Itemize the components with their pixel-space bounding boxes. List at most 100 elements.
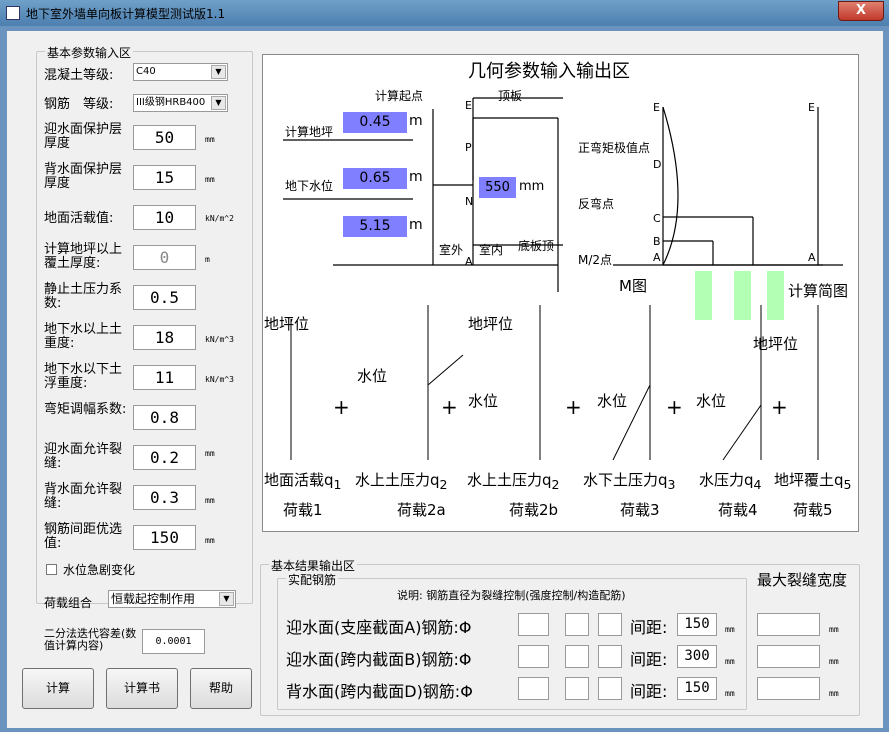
plus-2: +	[441, 395, 458, 419]
thickness-unit: mm	[519, 179, 545, 194]
cover-water-label: 迎水面保护层厚度	[44, 122, 123, 151]
results-group: 基本结果输出区	[260, 557, 860, 716]
h2-input[interactable]: 0.65	[343, 168, 407, 189]
result-b-spacing: 300	[677, 645, 717, 668]
moment-adj-input[interactable]: 0.8	[133, 405, 196, 430]
rebar-select[interactable]: III级钢HRB400▼	[133, 94, 228, 112]
gamma-below-input[interactable]: 11	[133, 365, 196, 390]
h3-unit: m	[409, 217, 423, 233]
combo-select[interactable]: 恒载起控制作用▼	[108, 590, 236, 608]
result-a-spacing-label: 间距:	[630, 618, 668, 637]
help-button[interactable]: 帮助	[190, 668, 252, 709]
combo-label: 荷载组合	[44, 596, 93, 610]
load5-case: 荷载5	[793, 501, 833, 519]
live-load-unit: kN/m^2	[205, 214, 234, 223]
result-d-spacing: 150	[677, 677, 717, 700]
m-point-a: A	[653, 251, 661, 264]
water-level-label-3: 水位	[597, 392, 628, 410]
load2a-name: 水上土压力q2	[355, 471, 448, 492]
floor-top-label: 底板顶	[518, 239, 555, 253]
chevron-down-icon[interactable]: ▼	[219, 592, 234, 606]
m-point-e: E	[653, 101, 660, 114]
thickness-input[interactable]: 550	[479, 177, 516, 198]
m-point-c: C	[653, 212, 661, 225]
concrete-label: 混凝土等级:	[44, 68, 114, 83]
crack-water-label: 迎水面允许裂缝:	[44, 442, 123, 471]
result-d-spacing-unit: mm	[725, 689, 735, 698]
crack-water-unit: mm	[205, 449, 215, 458]
load3-name: 水下土压力q3	[583, 471, 676, 492]
concrete-select[interactable]: C40▼	[133, 63, 228, 81]
point-e: E	[465, 99, 472, 112]
result-a-field3	[598, 613, 622, 636]
plus-5: +	[771, 395, 788, 419]
result-b-field3	[598, 645, 622, 668]
h2-unit: m	[409, 169, 423, 185]
result-b-crack-unit: mm	[829, 657, 839, 666]
inflection-label: 反弯点	[578, 197, 615, 211]
max-crack-title: 最大裂缝宽度	[757, 571, 848, 589]
load1-case: 荷载1	[283, 501, 323, 519]
app-icon	[6, 6, 20, 20]
result-b-spacing-label: 间距:	[630, 650, 668, 669]
live-load-input[interactable]: 10	[133, 205, 196, 230]
spacing-unit: mm	[205, 536, 215, 545]
crack-water-input[interactable]: 0.2	[133, 445, 196, 470]
result-b-field2	[565, 645, 589, 668]
crack-back-input[interactable]: 0.3	[133, 485, 196, 510]
cover-back-unit: mm	[205, 175, 215, 184]
calc-start-label: 计算起点	[375, 89, 424, 103]
calc-button[interactable]: 计算	[22, 668, 94, 709]
result-d-crack	[757, 677, 820, 700]
gamma-above-input[interactable]: 18	[133, 325, 196, 350]
gamma-above-label: 地下水以上土重度:	[44, 322, 123, 351]
max-pos-label: 正弯矩极值点	[578, 141, 651, 155]
water-change-checkbox[interactable]	[46, 564, 57, 575]
gamma-below-unit: kN/m^3	[205, 375, 234, 384]
m-point-d: D	[653, 158, 662, 171]
indoor-label: 室内	[479, 243, 504, 257]
load2b-case: 荷载2b	[509, 501, 559, 519]
k0-label: 静止土压力系数:	[44, 282, 123, 311]
calc-ground-label: 计算地坪	[285, 125, 334, 139]
spacing-input[interactable]: 150	[133, 525, 196, 550]
load4-case: 荷载4	[718, 501, 758, 519]
outdoor-label: 室外	[439, 243, 464, 257]
m-point-b: B	[653, 235, 661, 248]
h1-input[interactable]: 0.45	[343, 112, 407, 133]
tolerance-label: 二分法迭代容差(数值计算内容)	[44, 627, 137, 652]
canvas-title: 几何参数输入输出区	[468, 61, 630, 82]
geometry-canvas: 几何参数输入输出区 计算起点 顶板 计算地坪 地下水位 0.45 m 0.65 …	[262, 54, 859, 532]
result-a-diameter	[518, 613, 549, 636]
crack-back-label: 背水面允许裂缝:	[44, 482, 123, 511]
load1-name: 地面活载q1	[264, 471, 342, 492]
result-row-a-label: 迎水面(支座截面A)钢筋:Φ	[286, 618, 472, 637]
rebar-group: 实配钢筋	[277, 571, 747, 710]
load5-name: 地坪覆土q5	[774, 471, 852, 492]
load3-case: 荷载3	[620, 501, 660, 519]
cover-water-input[interactable]: 50	[133, 125, 196, 150]
window-title: 地下室外墙单向板计算模型测试版1.1	[26, 7, 226, 21]
h3-input[interactable]: 5.15	[343, 216, 407, 237]
water-level-label-2b: 水位	[468, 392, 499, 410]
m-diagram-label: M图	[619, 277, 647, 295]
tolerance-input[interactable]: 0.0001	[142, 629, 205, 654]
result-b-spacing-unit: mm	[725, 657, 735, 666]
point-p: P	[465, 141, 472, 154]
report-button[interactable]: 计算书	[106, 668, 178, 709]
crack-back-unit: mm	[205, 496, 215, 505]
calc-point-a: A	[808, 251, 816, 264]
live-load-label: 地面活载值:	[44, 211, 114, 226]
k0-input[interactable]: 0.5	[133, 285, 196, 310]
chevron-down-icon[interactable]: ▼	[211, 96, 226, 110]
chevron-down-icon[interactable]: ▼	[211, 65, 226, 79]
title-bar: 地下室外墙单向板计算模型测试版1.1 X	[0, 0, 889, 26]
calc-point-e: E	[808, 101, 815, 114]
soil-thick-label: 计算地坪以上覆土厚度:	[44, 242, 123, 271]
params-group-title: 基本参数输入区	[45, 44, 134, 61]
soil-thick-input[interactable]: 0	[133, 245, 196, 270]
close-button[interactable]: X	[838, 1, 884, 21]
result-a-field2	[565, 613, 589, 636]
plus-4: +	[666, 395, 683, 419]
cover-back-input[interactable]: 15	[133, 165, 196, 190]
